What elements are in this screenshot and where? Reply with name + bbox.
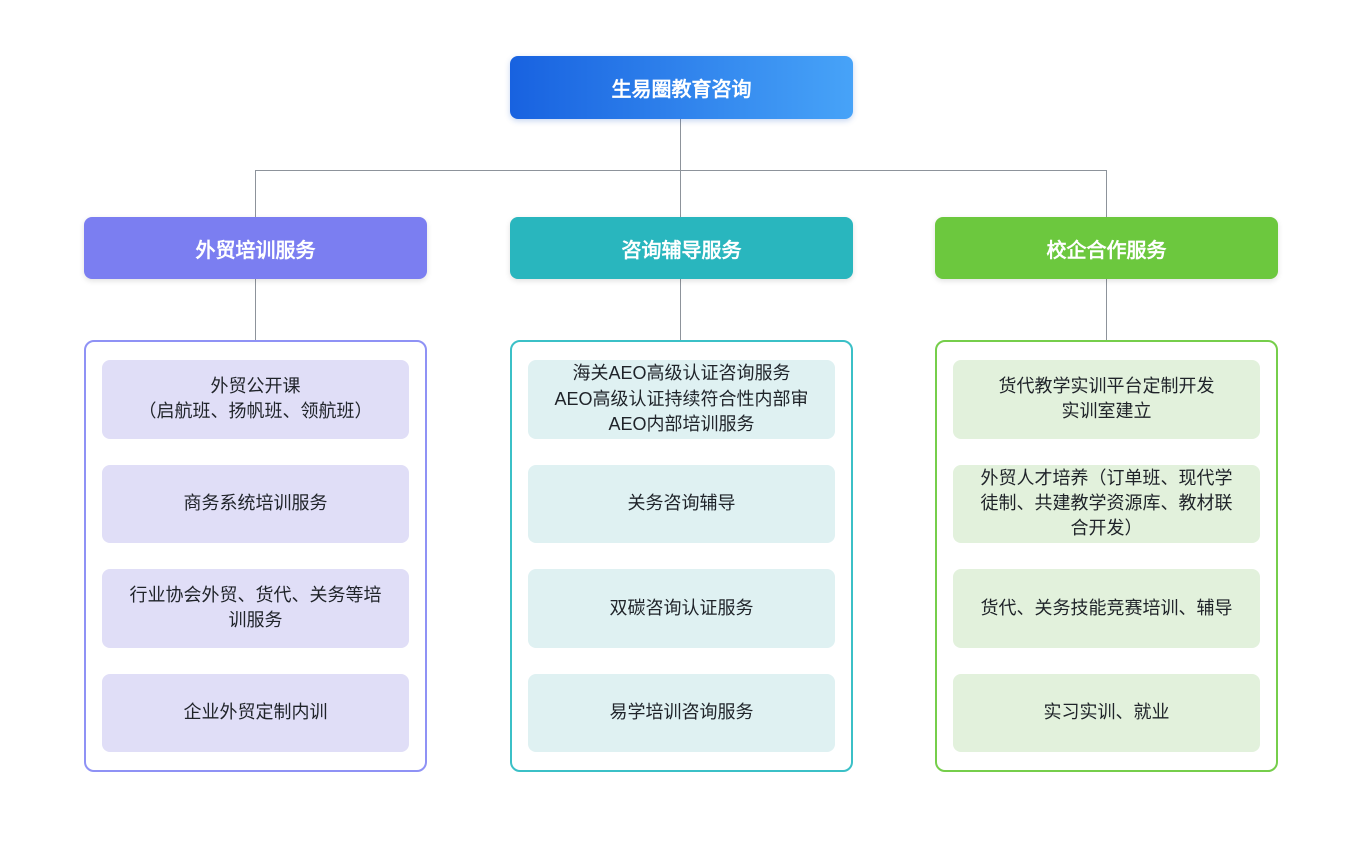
branch-header-foreign-trade-training[interactable]: 外贸培训服务 <box>84 217 427 279</box>
item-node[interactable]: 行业协会外贸、货代、关务等培训服务 <box>102 569 409 648</box>
branch-header-label: 校企合作服务 <box>1046 239 1167 262</box>
branch-header-label: 外贸培训服务 <box>195 239 316 262</box>
item-node[interactable]: 货代教学实训平台定制开发 实训室建立 <box>953 360 1260 439</box>
connector-branch2-children <box>680 279 681 340</box>
branch-header-consulting-coaching[interactable]: 咨询辅导服务 <box>510 217 853 279</box>
item-node[interactable]: 货代、关务技能竞赛培训、辅导 <box>953 569 1260 648</box>
branch-header-school-enterprise-cooperation[interactable]: 校企合作服务 <box>935 217 1278 279</box>
branch-container-consulting-coaching: 海关AEO高级认证咨询服务 AEO高级认证持续符合性内部审 AEO内部培训服务 … <box>510 340 853 772</box>
root-node-label: 生易圈教育咨询 <box>611 79 752 101</box>
connector-branch1-drop <box>255 170 256 219</box>
item-node[interactable]: 实习实训、就业 <box>953 673 1260 752</box>
item-node[interactable]: 商务系统培训服务 <box>102 464 409 543</box>
branch-container-school-enterprise-cooperation: 货代教学实训平台定制开发 实训室建立 外贸人才培养（订单班、现代学徒制、共建教学… <box>935 340 1278 772</box>
root-node[interactable]: 生易圈教育咨询 <box>510 56 853 119</box>
item-node[interactable]: 企业外贸定制内训 <box>102 673 409 752</box>
item-node[interactable]: 海关AEO高级认证咨询服务 AEO高级认证持续符合性内部审 AEO内部培训服务 <box>528 360 835 439</box>
item-node[interactable]: 双碳咨询认证服务 <box>528 569 835 648</box>
connector-branch1-children <box>255 279 256 340</box>
connector-root-vertical <box>680 119 681 219</box>
connector-horizontal <box>255 170 1106 171</box>
branch-container-foreign-trade-training: 外贸公开课 （启航班、扬帆班、领航班） 商务系统培训服务 行业协会外贸、货代、关… <box>84 340 427 772</box>
branch-header-label: 咨询辅导服务 <box>621 239 742 262</box>
connector-branch3-children <box>1106 279 1107 340</box>
item-node[interactable]: 外贸公开课 （启航班、扬帆班、领航班） <box>102 360 409 439</box>
item-node[interactable]: 关务咨询辅导 <box>528 464 835 543</box>
connector-branch3-drop <box>1106 170 1107 219</box>
item-node[interactable]: 易学培训咨询服务 <box>528 673 835 752</box>
item-node[interactable]: 外贸人才培养（订单班、现代学徒制、共建教学资源库、教材联合开发） <box>953 464 1260 543</box>
